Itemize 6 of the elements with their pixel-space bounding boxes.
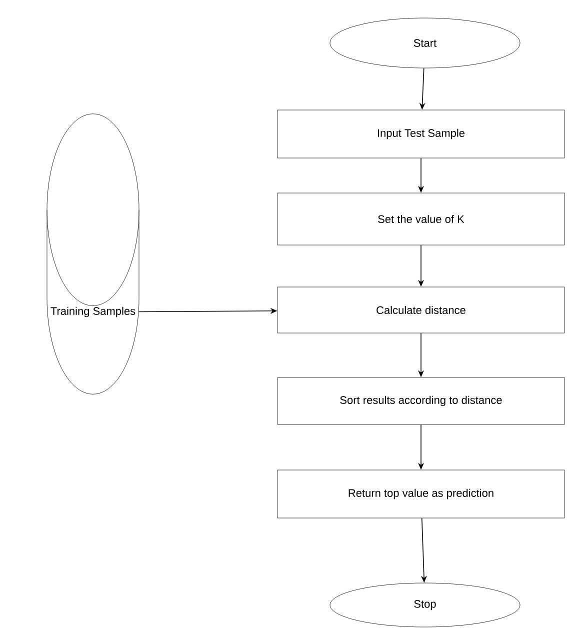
process-box: Input Test Sample	[277, 110, 565, 158]
process-box: Set the value of K	[277, 192, 565, 246]
database-cylinder: Training Samples	[46, 114, 140, 394]
process-box: Sort results according to distance	[277, 377, 565, 425]
process-box: Calculate distance	[277, 286, 565, 334]
process-box: Return top value as prediction	[277, 470, 565, 518]
